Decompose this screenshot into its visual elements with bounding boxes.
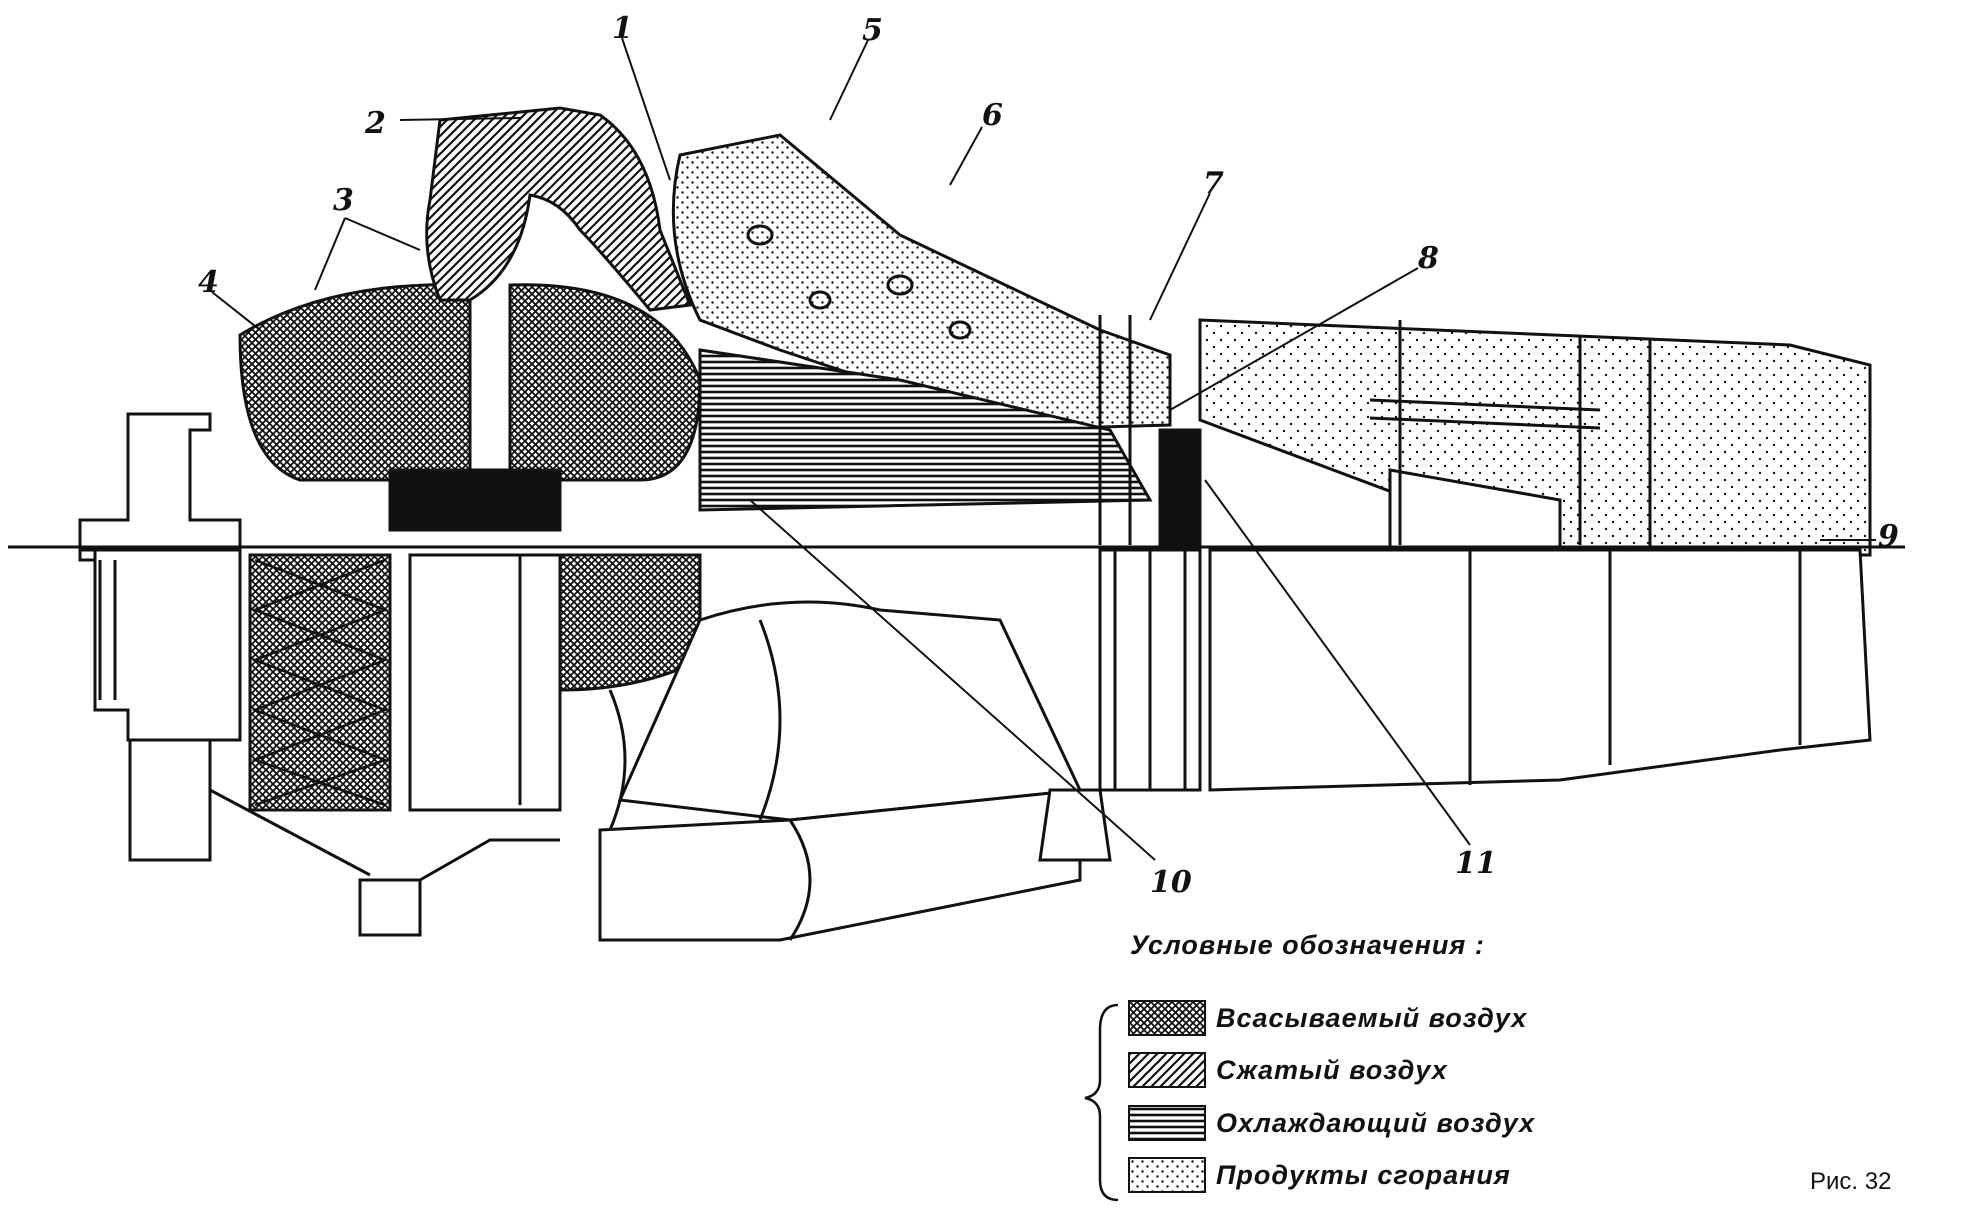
compressor-casing xyxy=(408,553,562,812)
legend-label: Сжатый воздух xyxy=(1216,1054,1448,1085)
legend-label: Продукты сгорания xyxy=(1216,1159,1511,1190)
legend-item-intake: Всасываемый воздух xyxy=(1128,998,1527,1038)
callout-6: 6 xyxy=(982,98,1003,133)
intake-air-region xyxy=(238,283,472,482)
callout-4: 4 xyxy=(198,265,219,300)
turbine-wheel xyxy=(1158,428,1202,547)
front-mount xyxy=(358,878,422,937)
callout-labels: 1 2 3 4 5 6 7 8 9 10 11 xyxy=(198,11,1899,900)
legend-label: Охлаждающий воздух xyxy=(1216,1107,1536,1138)
callout-1: 1 xyxy=(612,11,633,46)
diagonal-swatch xyxy=(1128,1052,1206,1088)
callout-9: 9 xyxy=(1878,519,1899,554)
exhaust-nozzle xyxy=(1208,548,1872,792)
horizontal-swatch xyxy=(1128,1105,1206,1141)
dots-swatch xyxy=(1128,1157,1206,1193)
lower-exterior xyxy=(80,548,1872,942)
legend-bracket xyxy=(1084,1003,1119,1202)
legend-label: Всасываемый воздух xyxy=(1216,1002,1528,1033)
front-accessory-housing xyxy=(78,412,242,562)
callout-8: 8 xyxy=(1417,241,1439,276)
exhaust-pipe-upper xyxy=(617,600,1083,822)
callout-2: 2 xyxy=(364,106,386,141)
exhaust-duct xyxy=(1198,318,1872,557)
front-flange xyxy=(80,548,242,742)
crosshatch-swatch xyxy=(1128,1000,1206,1036)
rotor-hub xyxy=(388,468,562,532)
legend-title: Условные обозначения : xyxy=(1130,930,1485,960)
figure-caption: Рис. 32 xyxy=(1810,1168,1892,1195)
intake-screen xyxy=(248,553,392,812)
rear-mount xyxy=(1038,788,1112,862)
starter-unit xyxy=(128,738,212,862)
callout-5: 5 xyxy=(862,13,883,48)
legend-item-compressed: Сжатый воздух xyxy=(1128,1050,1448,1090)
leader-lines xyxy=(211,37,1876,861)
combustion-chamber xyxy=(671,133,1172,432)
callout-7: 7 xyxy=(1203,166,1224,201)
legend-item-cooling: Охлаждающий воздух xyxy=(1128,1103,1535,1143)
legend-item-combustion: Продукты сгорания xyxy=(1128,1155,1511,1195)
callout-10: 10 xyxy=(1150,865,1192,900)
callout-3: 3 xyxy=(333,183,354,218)
compressor-housing xyxy=(425,106,693,312)
upper-cutaway xyxy=(78,106,1872,562)
callout-11: 11 xyxy=(1455,846,1497,881)
intake-air-region-rear xyxy=(508,283,702,482)
